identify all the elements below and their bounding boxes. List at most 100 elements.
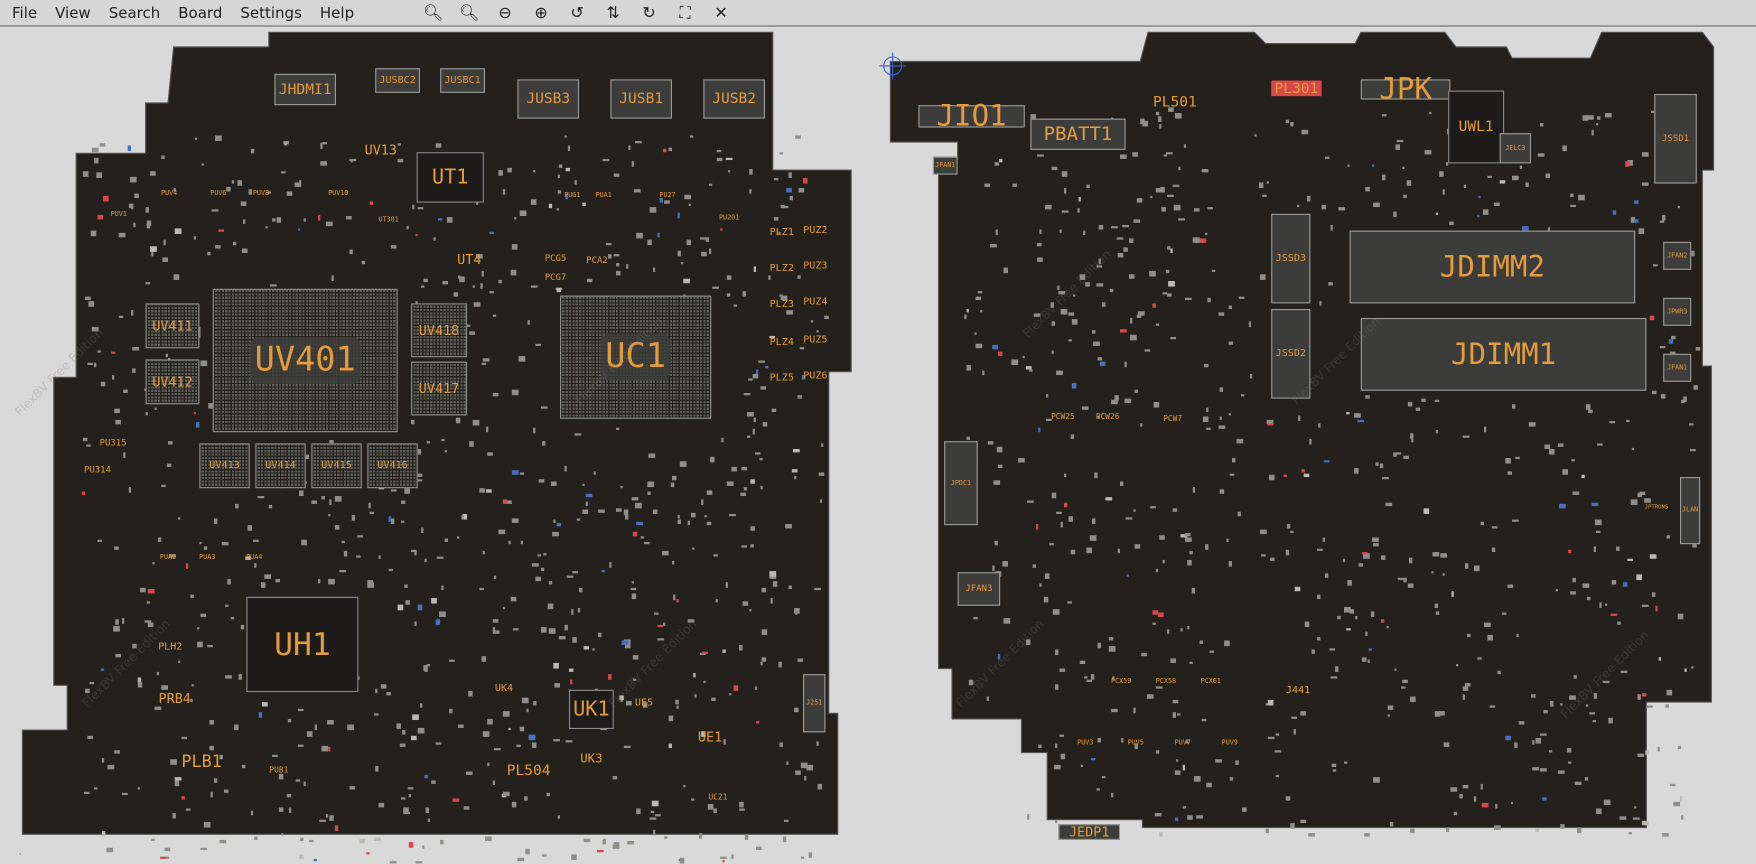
component-puz3[interactable]: PUZ3 xyxy=(802,260,829,273)
component-j251[interactable]: J251 xyxy=(803,674,826,733)
fit-screen-button[interactable]: ⛶ xyxy=(667,1,703,25)
zoom-out-button[interactable]: 🔍︎ xyxy=(415,1,451,25)
component-plz4[interactable]: PLZ4 xyxy=(768,336,795,349)
component-jssd2[interactable]: JSSD2 xyxy=(1271,309,1311,399)
component-jpdc1[interactable]: JPDC1 xyxy=(944,441,978,526)
component-uv13[interactable]: UV13 xyxy=(361,142,401,158)
component-puz6[interactable]: PUZ6 xyxy=(802,369,829,382)
component-pua3[interactable]: PUA3 xyxy=(196,551,218,564)
component-pca2[interactable]: PCA2 xyxy=(585,254,610,267)
menu-board[interactable]: Board xyxy=(178,3,223,22)
component-pl501[interactable]: PL501 xyxy=(1151,94,1198,110)
component-jfan1[interactable]: JFAN1 xyxy=(1663,353,1692,382)
component-j441[interactable]: J441 xyxy=(1284,683,1313,699)
component-pug1[interactable]: PUG1 xyxy=(562,190,582,201)
component-pu201[interactable]: PU201 xyxy=(717,213,742,224)
component-puv6[interactable]: PUV6 xyxy=(208,188,228,199)
component-uk1[interactable]: UK1 xyxy=(568,689,614,729)
component-pcx59[interactable]: PCX59 xyxy=(1107,675,1136,687)
component-jfan2[interactable]: JFAN2 xyxy=(1663,241,1692,270)
component-ut4[interactable]: UT4 xyxy=(454,252,485,267)
component-pu27[interactable]: PU27 xyxy=(657,190,677,201)
component-plh2[interactable]: PLH2 xyxy=(157,641,184,654)
component-jpwr3[interactable]: JPWR3 xyxy=(1663,297,1692,326)
zoom-in-button[interactable]: 🔍︎ xyxy=(451,1,487,25)
component-jptrons[interactable]: JPTRONS xyxy=(1640,501,1674,514)
component-jlan[interactable]: JLAN xyxy=(1680,477,1701,545)
component-pl504[interactable]: PL504 xyxy=(506,761,551,779)
component-puz2[interactable]: PUZ2 xyxy=(802,224,829,237)
component-uv415[interactable]: UV415 xyxy=(311,443,362,489)
component-uwl1[interactable]: UWL1 xyxy=(1448,90,1505,164)
component-pcw7[interactable]: PCW7 xyxy=(1156,413,1190,425)
component-puz5[interactable]: PUZ5 xyxy=(802,334,829,347)
component-pub1[interactable]: PUB1 xyxy=(267,764,292,777)
component-ue1[interactable]: UE1 xyxy=(694,728,725,746)
component-ut301[interactable]: UT301 xyxy=(377,215,399,226)
component-pua1[interactable]: PUA1 xyxy=(594,190,614,201)
component-jelc3[interactable]: JELC3 xyxy=(1499,133,1532,164)
component-jpk[interactable]: JPK xyxy=(1360,75,1451,104)
component-uk3[interactable]: UK3 xyxy=(577,750,606,766)
component-puv3[interactable]: PUV3 xyxy=(1075,737,1095,750)
flip-button[interactable]: ⇅ xyxy=(595,1,631,25)
component-uv418[interactable]: UV418 xyxy=(411,303,468,358)
component-jusbc1[interactable]: JUSBC1 xyxy=(440,68,485,93)
component-uv413[interactable]: UV413 xyxy=(199,443,250,489)
component-jdimm2[interactable]: JDIMM2 xyxy=(1349,230,1636,304)
component-pu314[interactable]: PU314 xyxy=(84,464,111,477)
component-puv9[interactable]: PUV9 xyxy=(1220,737,1240,750)
component-ue5[interactable]: UE5 xyxy=(632,697,657,712)
component-jusb2[interactable]: JUSB2 xyxy=(703,79,765,119)
component-jdimm1[interactable]: JDIMM1 xyxy=(1360,317,1647,391)
component-plb1[interactable]: PLB1 xyxy=(174,751,230,771)
component-puv7[interactable]: PUV7 xyxy=(1173,737,1193,750)
component-jusb1[interactable]: JUSB1 xyxy=(610,79,672,119)
component-jssd1[interactable]: JSSD1 xyxy=(1654,93,1697,184)
component-pcg7[interactable]: PCG7 xyxy=(543,271,568,284)
component-plz1[interactable]: PLZ1 xyxy=(768,226,795,239)
component-pcw25[interactable]: PCW25 xyxy=(1047,411,1078,423)
component-puv8[interactable]: PUV8 xyxy=(251,188,271,199)
component-pbatt1[interactable]: PBATT1 xyxy=(1030,118,1126,150)
component-uc21[interactable]: UC21 xyxy=(706,791,731,804)
plus-circle-button[interactable]: ⊕ xyxy=(523,1,559,25)
rotate-ccw-button[interactable]: ↺ xyxy=(559,1,595,25)
component-pua4[interactable]: PUA4 xyxy=(243,551,265,564)
component-pcw26[interactable]: PCW26 xyxy=(1092,411,1123,423)
component-jusb3[interactable]: JUSB3 xyxy=(517,79,580,119)
component-pu315[interactable]: PU315 xyxy=(100,437,127,450)
component-uv412[interactable]: UV412 xyxy=(145,359,200,405)
component-puv5[interactable]: PUV5 xyxy=(1126,737,1146,750)
component-uh1[interactable]: UH1 xyxy=(246,596,359,693)
component-jusbc2[interactable]: JUSBC2 xyxy=(375,68,420,93)
menu-file[interactable]: File xyxy=(12,3,38,22)
menu-settings[interactable]: Settings xyxy=(240,3,302,22)
component-jhdmi1[interactable]: JHDMI1 xyxy=(274,73,336,106)
component-uk4[interactable]: UK4 xyxy=(493,682,515,697)
component-uv416[interactable]: UV416 xyxy=(367,443,418,489)
component-pua2[interactable]: PUA2 xyxy=(157,551,179,564)
component-prb4[interactable]: PRB4 xyxy=(155,691,195,707)
close-button[interactable]: ✕ xyxy=(703,1,739,25)
menu-view[interactable]: View xyxy=(55,3,91,22)
rotate-cw-button[interactable]: ↻ xyxy=(631,1,667,25)
component-pcg5[interactable]: PCG5 xyxy=(541,252,570,265)
component-uv417[interactable]: UV417 xyxy=(411,361,468,416)
component-uv414[interactable]: UV414 xyxy=(255,443,306,489)
component-uc1[interactable]: UC1 xyxy=(560,295,712,419)
component-jfan3[interactable]: JFAN3 xyxy=(957,572,1001,606)
component-uv411[interactable]: UV411 xyxy=(145,303,200,349)
component-plz2[interactable]: PLZ2 xyxy=(768,262,795,275)
minus-circle-button[interactable]: ⊖ xyxy=(487,1,523,25)
component-jio1[interactable]: JIO1 xyxy=(918,102,1025,131)
component-jedp1[interactable]: JEDP1 xyxy=(1058,824,1120,840)
component-plz3[interactable]: PLZ3 xyxy=(768,298,795,311)
component-pl301[interactable]: PL301 xyxy=(1271,80,1322,97)
menu-search[interactable]: Search xyxy=(108,3,161,22)
component-pcx61[interactable]: PCX61 xyxy=(1196,675,1225,687)
component-puz4[interactable]: PUZ4 xyxy=(802,296,829,309)
component-jfan1[interactable]: JFAN1 xyxy=(932,156,958,175)
component-uv401[interactable]: UV401 xyxy=(212,288,398,433)
